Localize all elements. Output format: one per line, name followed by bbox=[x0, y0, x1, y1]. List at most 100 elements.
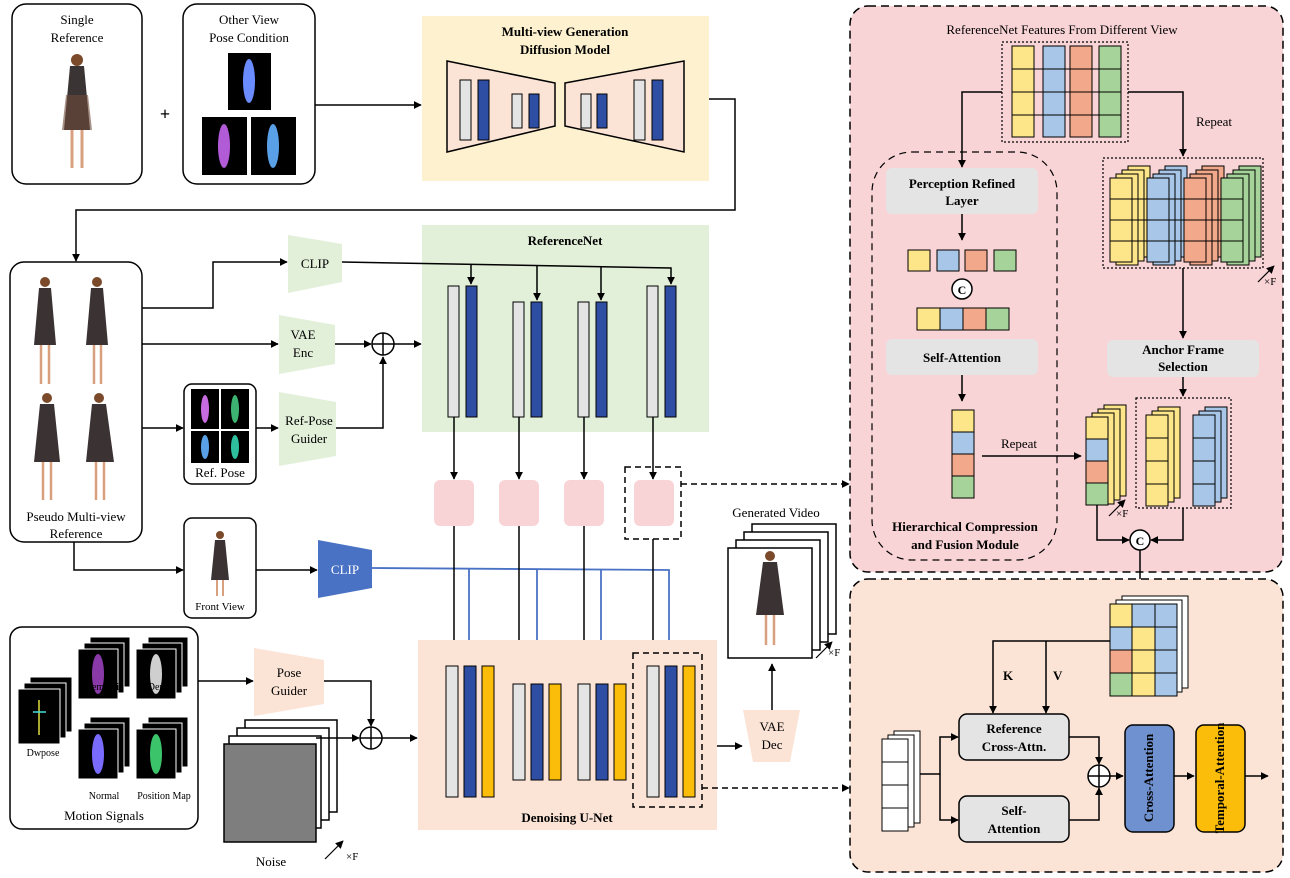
ref-pose-guider-label-1: Ref-Pose bbox=[285, 413, 333, 428]
feature-block bbox=[499, 480, 539, 526]
vae-enc-label-1: VAE bbox=[290, 327, 315, 342]
self-attn-label-1: Self- bbox=[1001, 803, 1026, 818]
hcfm-panel: ReferenceNet Features From Different Vie… bbox=[849, 5, 1284, 605]
frames-label-bottom: ×F bbox=[1116, 508, 1128, 520]
repeat-label-bottom: Repeat bbox=[1001, 436, 1037, 451]
person-figure bbox=[62, 54, 92, 168]
other-view-box: Other View Pose Condition bbox=[182, 3, 316, 185]
generated-video-frames: ×F bbox=[828, 647, 840, 659]
vae-dec-label-1: VAE bbox=[759, 719, 784, 734]
single-reference-box: Single Reference bbox=[11, 3, 143, 185]
pseudo-multiview-reference: Pseudo Multi-view Reference bbox=[9, 261, 143, 543]
motion-item-depth: Depth bbox=[148, 682, 172, 693]
generated-video: Generated Video ×F bbox=[727, 505, 840, 659]
pose-figure bbox=[267, 124, 279, 168]
unet-encoder-shape bbox=[446, 60, 556, 153]
front-view-label: Front View bbox=[195, 601, 245, 613]
features-title: ReferenceNet Features From Different Vie… bbox=[946, 22, 1178, 37]
clip-encoder-top: CLIP bbox=[288, 235, 342, 293]
self-attention-unet bbox=[958, 795, 1070, 843]
pose-figure bbox=[218, 124, 230, 168]
concat-operator bbox=[951, 278, 973, 300]
temporal-attention-block bbox=[1195, 724, 1246, 833]
reference-views bbox=[34, 277, 114, 500]
motion-item-normal: Normal bbox=[89, 791, 120, 802]
multiview-title-1: Multi-view Generation bbox=[502, 24, 629, 39]
repeat-label-top: Repeat bbox=[1196, 114, 1232, 129]
noise-label: Noise bbox=[256, 854, 287, 869]
frames-label-top: ×F bbox=[1264, 276, 1276, 288]
depth-stack: Depth bbox=[135, 636, 189, 700]
vae-decoder: VAE Dec bbox=[743, 710, 800, 762]
value-label: V bbox=[1053, 668, 1063, 683]
pose-guider-label-2: Guider bbox=[271, 683, 308, 698]
denoising-unet: Denoising U-Net bbox=[418, 640, 717, 830]
temporal-attention-label: Temporal-Attention bbox=[1212, 722, 1227, 834]
pose-guider-label-1: Pose bbox=[277, 665, 302, 680]
motion-item-semantic: Semantic bbox=[86, 682, 124, 693]
perception-label-2: Layer bbox=[945, 193, 978, 208]
other-view-label-1: Other View bbox=[219, 12, 280, 27]
concat-label: C bbox=[958, 283, 967, 297]
multiview-generation-model: Multi-view Generation Diffusion Model bbox=[422, 16, 709, 181]
anchor-label-1: Anchor Frame bbox=[1142, 342, 1224, 357]
semantic-stack: Semantic bbox=[77, 636, 131, 700]
front-view-box: Front View bbox=[183, 517, 257, 619]
pseudo-label-1: Pseudo Multi-view bbox=[26, 509, 126, 524]
anchor-frame-selection bbox=[1107, 340, 1259, 377]
pseudo-label-2: Reference bbox=[50, 526, 103, 541]
module-title-1: Hierarchical Compression bbox=[892, 519, 1039, 534]
noise-stack: Noise ×F bbox=[223, 719, 358, 869]
ref-pose-guider: Ref-Pose Guider bbox=[279, 392, 336, 466]
multiview-title-2: Diffusion Model bbox=[520, 42, 610, 57]
referencenet: ReferenceNet bbox=[422, 225, 709, 432]
motion-item-dwpose: Dwpose bbox=[27, 748, 60, 759]
module-title-2: and Fusion Module bbox=[911, 537, 1019, 552]
concat-output-label: C bbox=[1136, 534, 1145, 548]
pose-guider: Pose Guider bbox=[254, 648, 324, 716]
cross-attention-block bbox=[1124, 724, 1175, 833]
feature-block bbox=[564, 480, 604, 526]
plus-sign: + bbox=[160, 104, 170, 124]
fused-feature-stack bbox=[1109, 595, 1189, 697]
key-label: K bbox=[1003, 668, 1014, 683]
referencenet-features-grid bbox=[1001, 41, 1129, 143]
motion-signals-title: Motion Signals bbox=[64, 808, 144, 823]
repeated-feature-stacks: ×F bbox=[1102, 157, 1276, 288]
attention-panel: K V Reference Cross-Attn. Self- Attentio… bbox=[849, 578, 1284, 873]
feature-block bbox=[634, 480, 674, 526]
ref-pose-label: Ref. Pose bbox=[195, 465, 245, 480]
single-reference-label-2: Reference bbox=[51, 30, 104, 45]
generated-video-label: Generated Video bbox=[732, 505, 819, 520]
motion-item-position-map: Position Map bbox=[137, 791, 191, 802]
clip-encoder-bottom: CLIP bbox=[318, 540, 372, 598]
cross-attention-label: Cross-Attention bbox=[1141, 733, 1156, 822]
add-operator-attention bbox=[1087, 764, 1111, 788]
ref-pose-box: Ref. Pose bbox=[183, 383, 257, 485]
perception-refined-layer bbox=[886, 168, 1038, 214]
self-attention-block bbox=[886, 339, 1038, 375]
vae-enc-label-2: Enc bbox=[293, 345, 313, 360]
self-attention-label: Self-Attention bbox=[923, 350, 1002, 365]
anchor-selected-stacks bbox=[1135, 397, 1232, 509]
motion-signals-box: Dwpose Semantic Depth Normal bbox=[9, 626, 199, 830]
noise-frames: ×F bbox=[346, 851, 358, 863]
hcfm-inner-module bbox=[871, 151, 1058, 561]
position-map-stack: Position Map bbox=[135, 716, 191, 802]
highlight-dashed-box bbox=[632, 652, 703, 808]
unet-title: Denoising U-Net bbox=[521, 810, 613, 825]
add-operator-ref bbox=[371, 332, 395, 356]
anchor-label-2: Selection bbox=[1158, 359, 1209, 374]
clip-bottom-label: CLIP bbox=[331, 562, 359, 577]
feature-block bbox=[434, 480, 474, 526]
dwpose-stack: Dwpose bbox=[17, 676, 73, 759]
ref-cross-label-2: Cross-Attn. bbox=[982, 739, 1046, 754]
compressed-feature-stack: ×F bbox=[1085, 404, 1128, 520]
vae-encoder: VAE Enc bbox=[279, 315, 335, 374]
ref-cross-label-1: Reference bbox=[986, 721, 1042, 736]
normal-stack: Normal bbox=[77, 716, 131, 802]
add-operator-noise bbox=[359, 726, 383, 750]
perception-label-1: Perception Refined bbox=[909, 176, 1016, 191]
other-view-label-2: Pose Condition bbox=[209, 30, 289, 45]
